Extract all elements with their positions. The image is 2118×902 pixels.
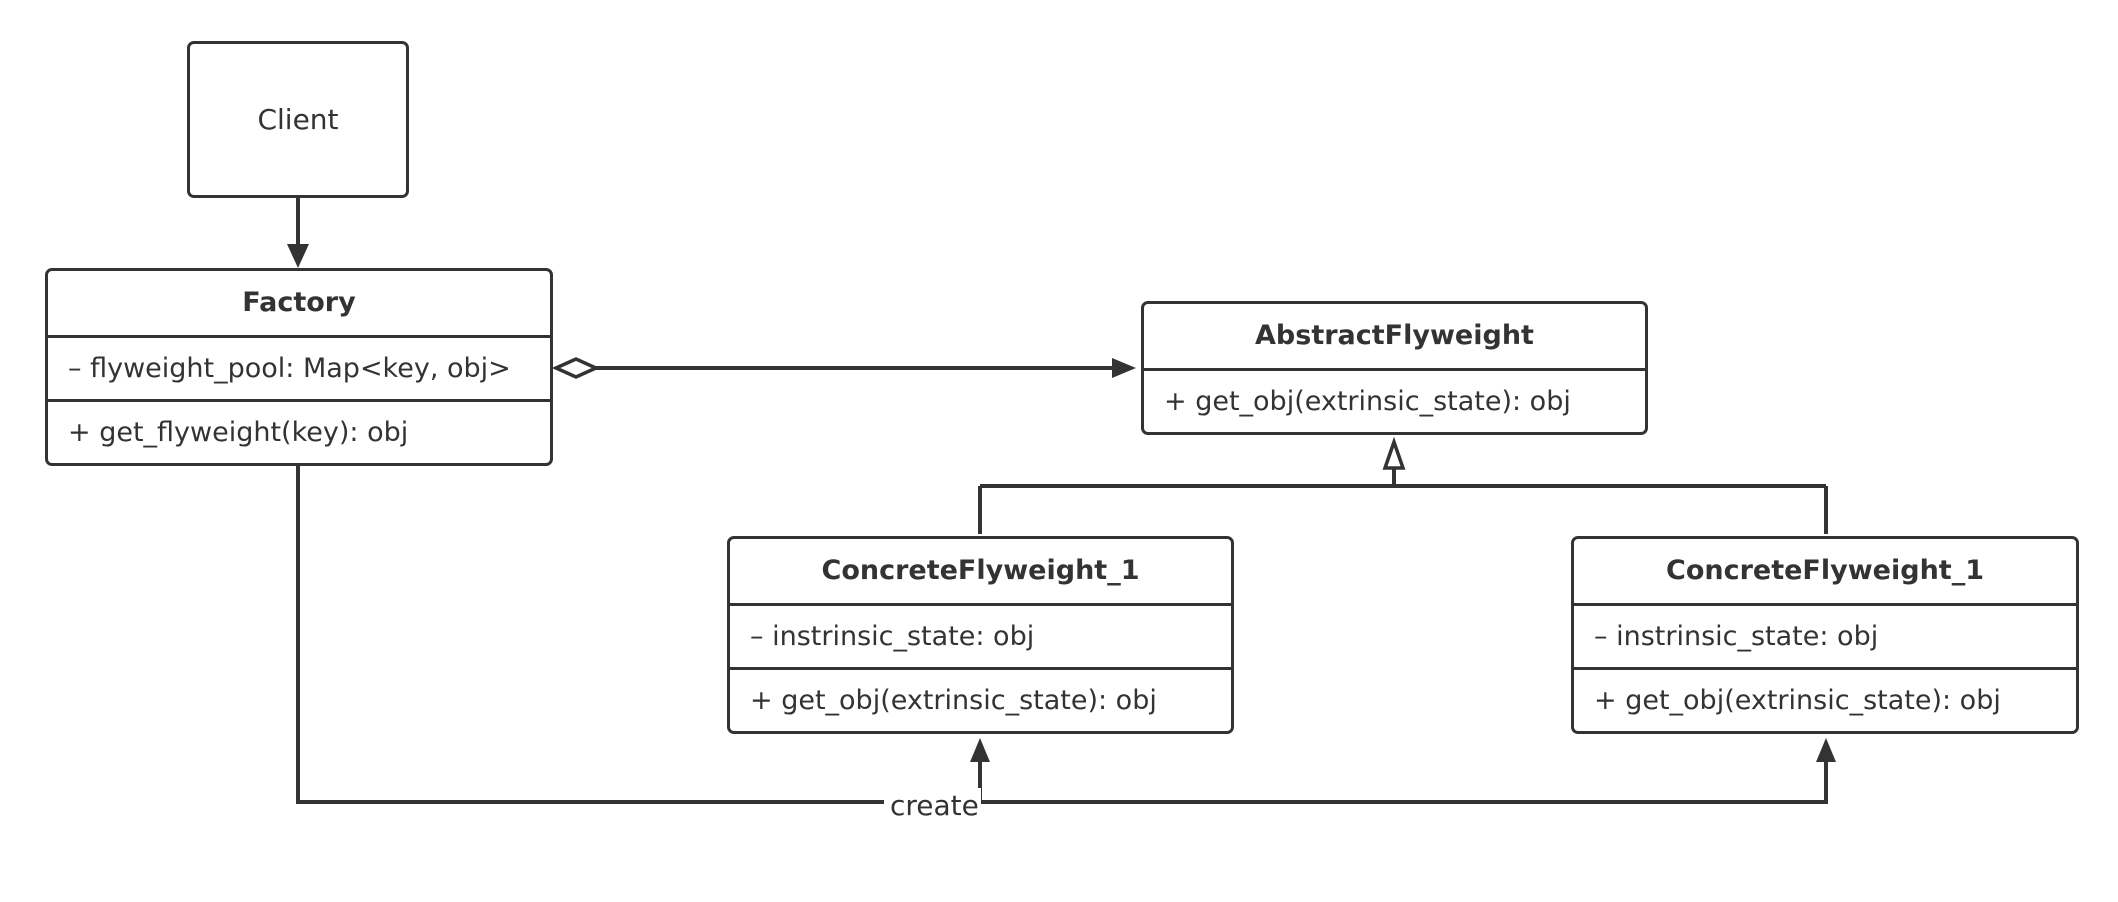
factory-class: Factory – flyweight_pool: Map<key, obj> …	[45, 268, 553, 466]
client-factory-arrowhead	[287, 244, 309, 268]
client-box: Client	[187, 41, 409, 198]
create-edge-label: create	[888, 788, 981, 824]
factory-class-name: Factory	[242, 287, 356, 319]
abstract-flyweight-class-name: AbstractFlyweight	[1255, 320, 1534, 352]
create-arrowhead-right	[1816, 738, 1836, 762]
concrete-flyweight-left-class-name: ConcreteFlyweight_1	[821, 555, 1140, 587]
factory-attribute: – flyweight_pool: Map<key, obj>	[48, 334, 550, 399]
concrete-flyweight-right-class-name: ConcreteFlyweight_1	[1666, 555, 1984, 587]
concrete-flyweight-right-class: ConcreteFlyweight_1 – instrinsic_state: …	[1571, 536, 2079, 734]
concrete-flyweight-right-method: + get_obj(extrinsic_state): obj	[1574, 666, 2076, 731]
generalization	[978, 436, 1828, 534]
abstract-flyweight-method: + get_obj(extrinsic_state): obj	[1144, 367, 1645, 432]
create-line-to-concretes	[972, 762, 1828, 804]
factory-aggregation	[551, 357, 1136, 379]
factory-method: + get_flyweight(key): obj	[48, 398, 550, 463]
abstract-flyweight-class: AbstractFlyweight + get_obj(extrinsic_st…	[1141, 301, 1648, 435]
concrete-flyweight-right-attribute: – instrinsic_state: obj	[1574, 602, 2076, 667]
aggregation-arrowhead	[1112, 358, 1136, 378]
concrete-flyweight-left-attribute: – instrinsic_state: obj	[730, 602, 1231, 667]
client-factory-association	[287, 198, 309, 268]
create-arrowhead-left	[970, 738, 990, 762]
create-line-from-factory	[296, 466, 884, 804]
concrete-flyweight-left-method: + get_obj(extrinsic_state): obj	[730, 666, 1231, 731]
aggregation-diamond	[551, 357, 601, 379]
generalization-hollow-triangle	[1382, 436, 1406, 470]
concrete-flyweight-left-class: ConcreteFlyweight_1 – instrinsic_state: …	[727, 536, 1234, 734]
create-dependency	[296, 466, 1836, 804]
client-label: Client	[257, 103, 339, 136]
